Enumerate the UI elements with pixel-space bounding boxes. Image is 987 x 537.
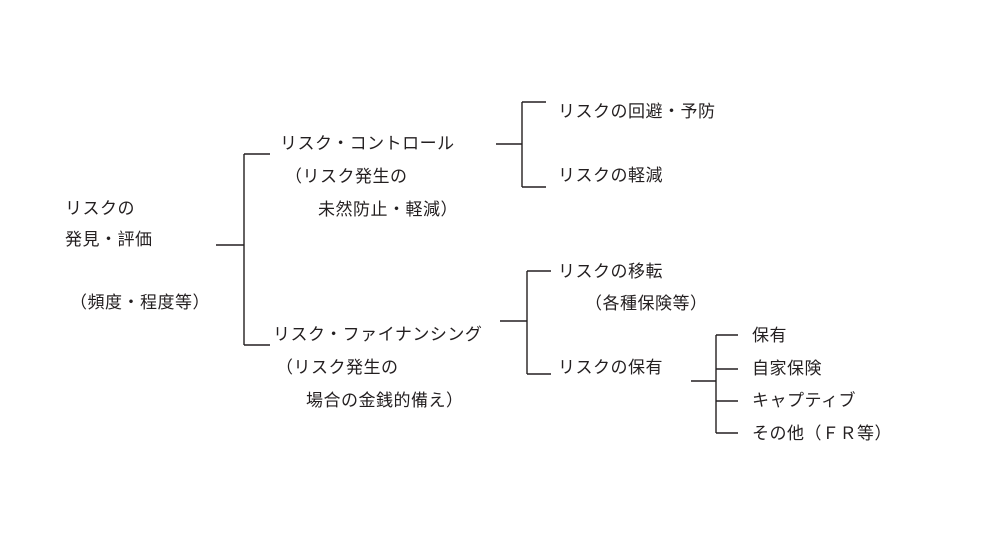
retention-child-captive: キャプティブ	[752, 391, 856, 411]
retention-child-self-insurance: 自家保険	[752, 359, 822, 379]
retention-child-other: その他（ＦＲ等）	[752, 424, 892, 444]
control-label-line3: 未然防止・軽減）	[318, 200, 458, 220]
control-child-avoidance: リスクの回避・予防	[558, 102, 716, 122]
root-label-line3: （頻度・程度等）	[70, 293, 210, 313]
financing-label-line3: 場合の金銭的備え）	[306, 391, 464, 411]
control-child-reduction: リスクの軽減	[558, 166, 663, 186]
root-label-line2: 発見・評価	[65, 230, 153, 250]
retention-label: リスクの保有	[558, 358, 663, 378]
retention-child-hoyu: 保有	[752, 326, 787, 346]
control-label-line2: （リスク発生の	[285, 167, 408, 187]
root-label-line1: リスクの	[65, 199, 135, 219]
control-label-line1: リスク・コントロール	[280, 134, 455, 154]
financing-label-line1: リスク・ファイナンシング	[273, 325, 483, 345]
transfer-label-line2: （各種保険等）	[585, 294, 708, 314]
financing-label-line2: （リスク発生の	[276, 358, 399, 378]
transfer-label-line1: リスクの移転	[558, 262, 663, 282]
